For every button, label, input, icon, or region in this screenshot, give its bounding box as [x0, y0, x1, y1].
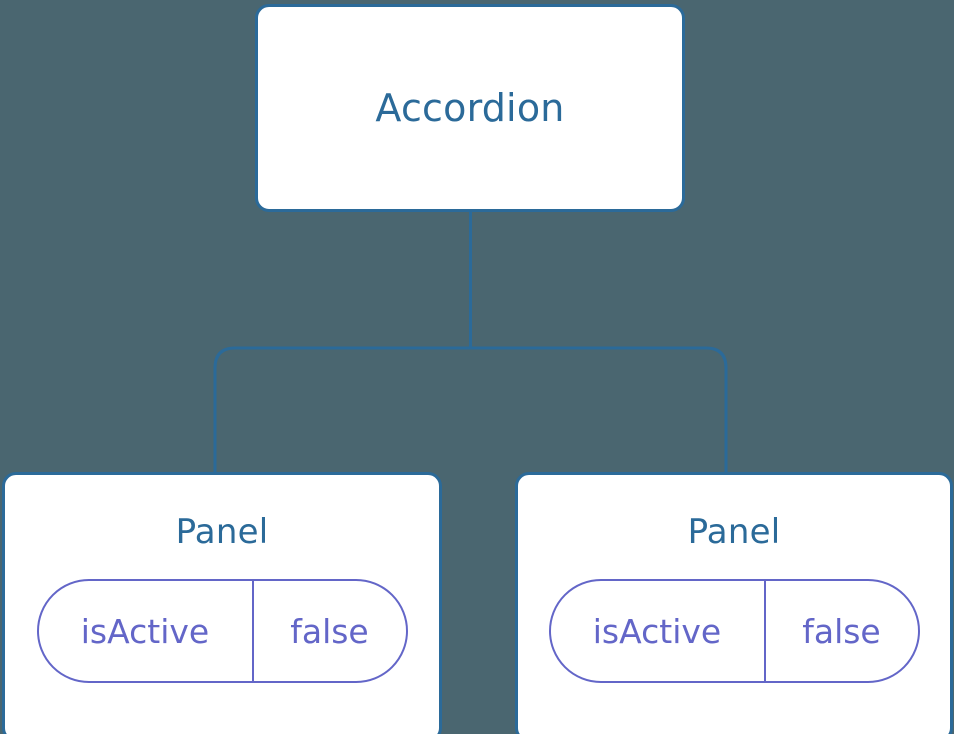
node-panel-1-title: Panel — [175, 512, 269, 552]
node-panel-2[interactable]: Panel isActive false — [515, 472, 953, 734]
prop-key-isactive: isActive — [39, 581, 254, 681]
node-accordion[interactable]: Accordion — [255, 4, 685, 212]
node-panel-1[interactable]: Panel isActive false — [2, 472, 442, 734]
node-accordion-title: Accordion — [375, 86, 565, 130]
prop-pill-panel-2[interactable]: isActive false — [548, 579, 920, 683]
node-panel-2-title: Panel — [687, 512, 781, 552]
prop-pill-panel-1[interactable]: isActive false — [36, 579, 408, 683]
prop-key-isactive: isActive — [551, 581, 766, 681]
edge-branch-right — [470, 346, 728, 473]
edge-branch-left — [213, 346, 471, 473]
prop-value-isactive: false — [802, 611, 881, 651]
prop-value-isactive: false — [290, 611, 369, 651]
